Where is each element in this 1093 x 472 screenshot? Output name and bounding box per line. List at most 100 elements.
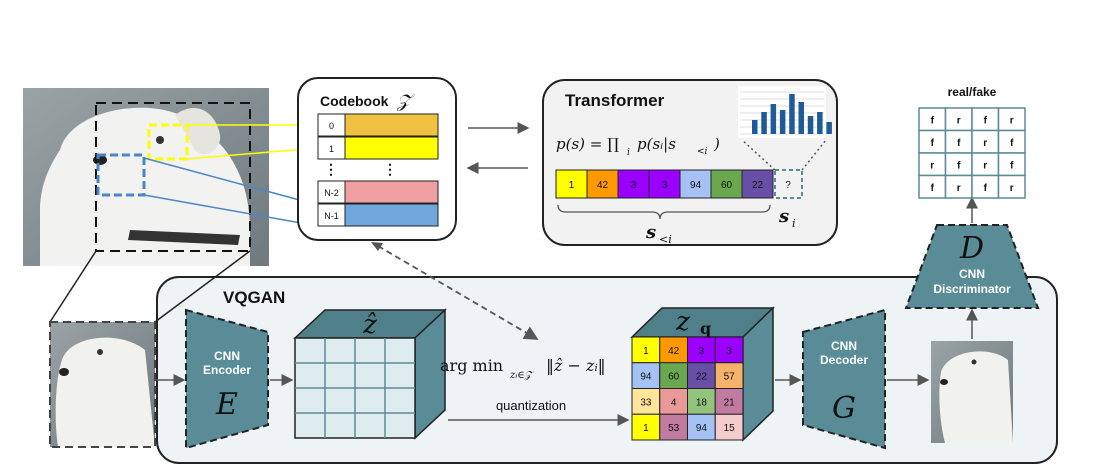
encoder-symbol: E [215,387,238,422]
input-image-small [50,322,155,447]
zq-cell [659,336,688,364]
histogram-bar [826,122,832,134]
zq-cell [631,388,661,415]
zq-cell-value: 22 [696,372,708,383]
zq-cell [714,388,744,415]
transformer-title: Transformer [565,91,665,110]
formula-left: p(s) = ∏ [556,135,619,153]
lookup-arrow-head-top [371,242,383,251]
crop-link-right [154,250,251,323]
sequence-token-value: 3 [662,180,668,191]
zq-cell [714,336,744,364]
decoder-line2: Decoder [820,353,868,367]
codebook-title: Codebook [320,93,389,109]
zq-cell [631,413,661,441]
sequence-token-value: 22 [752,180,764,191]
formula-tail: <i [697,147,708,157]
zq-cell-value: 42 [668,346,680,357]
zq-label: z [675,307,690,337]
histogram-bar [798,102,804,134]
input-image-small-frame [49,321,156,448]
patch-yellow [147,123,189,161]
quantization-label: quantization [496,398,566,413]
zq-cell [714,362,744,389]
decoder-line1: CNN [831,339,857,353]
next-token: ? [785,180,791,191]
codebook-index: 1 [329,144,334,154]
zq-cell [687,362,716,389]
next-token-histogram [740,91,832,135]
sequence-token-value: 3 [631,180,637,191]
crop-link-left [49,250,97,323]
s-less-sub: <i [659,233,672,246]
histogram-bar [789,94,795,134]
link-yellow-b [186,147,319,160]
histogram-bar [817,112,823,134]
real-fake-title: real/fake [948,85,997,99]
real-fake-cell-label: r [1010,183,1014,194]
argmin-main: arg min [440,356,503,375]
real-fake-cell-label: f [984,115,988,126]
real-fake-cell-label: f [957,160,961,171]
patch-blue [96,153,146,197]
formula-right: p(sᵢ|s [637,135,676,153]
s-i-sub: i [792,217,796,230]
z-hat-label: ẑ [362,310,377,340]
sequence-token-value: 42 [597,180,609,191]
crop-region [95,102,251,252]
argmin-norm: ‖ẑ − zᵢ‖ [546,356,606,375]
histogram-bar [752,120,758,134]
real-fake-cell-label: r [957,183,961,194]
zq-cell-value: 21 [724,397,736,408]
zq-subscript: q [700,319,711,338]
link-blue-b [143,194,319,227]
real-fake-cell-label: f [1010,138,1014,149]
real-fake-cell-label: f [984,183,988,194]
decoder-block: CNN Decoder G [802,308,886,450]
z-hat-cube: ẑ [293,308,447,440]
zq-cell-value: 1 [643,423,649,434]
lookup-dashed-link [377,245,539,340]
real-fake-cell-label: f [931,138,935,149]
codebook-vector [344,136,439,160]
sequence-token-value: 60 [721,180,733,191]
hist-link-right [801,139,827,171]
discriminator-line1: CNN [959,267,985,281]
sequence-token [710,169,743,199]
histogram-bar [761,112,767,134]
zq-cell-value: 3 [726,346,732,357]
zq-cell-value: 1 [643,346,649,357]
zq-cell-value: 33 [640,397,652,408]
output-image [931,341,1013,443]
sequence-token-value: 94 [690,180,702,191]
real-fake-cell-label: f [931,183,935,194]
codebook-symbol: 𝒵 [396,91,415,112]
zq-cell-value: 57 [724,372,736,383]
token-sequence: 1 42 3 3 94 60 22 [555,169,774,199]
codebook-index: 0 [329,121,334,131]
codebook-ellipsis-right: ⋮ [383,161,397,177]
zq-cell [714,413,744,441]
codebook-vector [344,180,439,204]
zq-cell-value: 18 [696,397,708,408]
codebook-entries: 01N-2N-1 [317,113,439,227]
zq-cell-value: 94 [640,372,652,383]
argmin-subscript: zᵢ∈𝒵 [509,370,535,381]
histogram-bar [770,104,777,134]
real-fake-cell-label: f [931,115,935,126]
zq-cell-value: 3 [699,346,705,357]
zq-cell-value: 53 [668,423,680,434]
zq-cell-value: 15 [724,423,736,434]
real-fake-cell-label: r [957,115,961,126]
s-i-label: s [778,206,789,227]
encoder-line2: Encoder [203,363,251,377]
encoder-block: CNN Encoder E [185,308,269,450]
zq-cell [659,413,688,441]
link-blue-a [143,157,319,206]
sequence-token [586,169,619,199]
real-fake-cell-label: r [983,138,987,149]
real-fake-cell-label: r [983,160,987,171]
decoder-symbol: G [832,391,856,426]
sequence-token-value: 1 [569,180,575,191]
